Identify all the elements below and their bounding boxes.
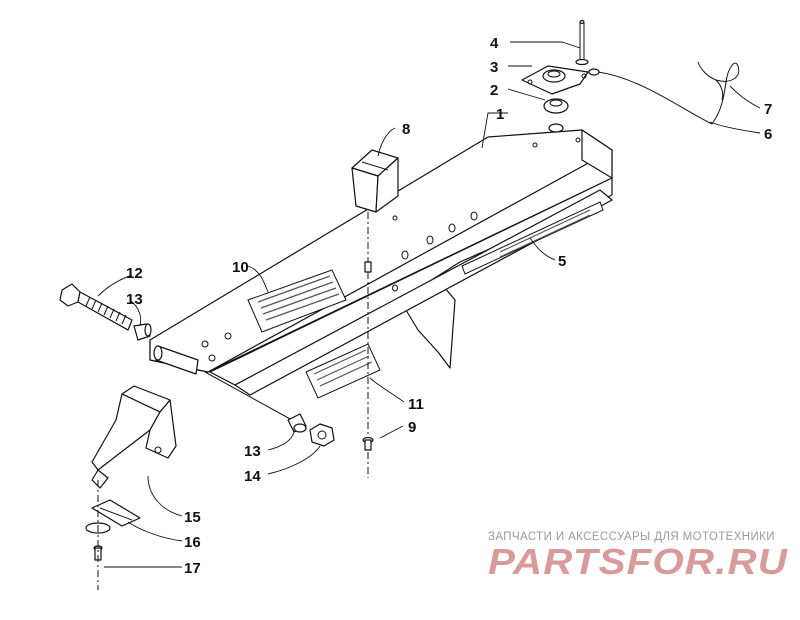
callout-14: 14 xyxy=(244,468,261,485)
hair-pin-clip xyxy=(697,61,740,125)
cable xyxy=(586,71,713,125)
callout-1: 1 xyxy=(496,106,504,123)
rivet-9 xyxy=(362,436,374,451)
callout-2: 2 xyxy=(490,82,498,99)
watermark-brand: PARTSFOR.RU xyxy=(488,541,788,582)
decal-10 xyxy=(247,269,347,333)
callout-3: 3 xyxy=(490,59,498,76)
callout-12: 12 xyxy=(126,265,143,282)
nut xyxy=(309,423,335,447)
callout-10: 10 xyxy=(232,259,249,276)
callout-5: 5 xyxy=(558,253,566,270)
decal-11 xyxy=(305,343,381,399)
watermark: ЗАПЧАСТИ И АКСЕССУАРЫ ДЛЯ МОТОТЕХНИКИ PA… xyxy=(488,531,788,582)
callout-13-upper: 13 xyxy=(126,291,143,308)
callout-7: 7 xyxy=(764,101,772,118)
callout-9: 9 xyxy=(408,419,416,436)
stand-bar-end xyxy=(581,129,613,179)
spacer-left xyxy=(133,323,152,341)
callout-16: 16 xyxy=(184,534,201,551)
callout-17: 17 xyxy=(184,560,201,577)
callout-13-lower: 13 xyxy=(244,443,261,460)
rivet-top xyxy=(364,261,372,273)
stand-bar xyxy=(149,129,613,399)
callout-8: 8 xyxy=(402,121,410,138)
callout-4: 4 xyxy=(490,35,499,52)
spacer-right xyxy=(287,413,307,433)
callouts: 4 3 2 1 5 6 7 8 9 10 11 12 13 13 14 15 1… xyxy=(126,35,772,577)
callout-11: 11 xyxy=(408,396,424,413)
bolt-shaft xyxy=(204,371,293,421)
bolt xyxy=(59,283,133,331)
leader-lines xyxy=(97,41,761,568)
stand-leg xyxy=(91,385,177,489)
pin-head xyxy=(575,58,589,66)
pin-assembly xyxy=(521,19,740,133)
mounting-holes xyxy=(201,137,581,362)
clip-bracket xyxy=(351,149,399,213)
callout-15: 15 xyxy=(184,509,201,526)
pivot-tube xyxy=(153,345,199,375)
foot-pad xyxy=(85,499,141,534)
watermark-tagline: ЗАПЧАСТИ И АКСЕССУАРЫ ДЛЯ МОТОТЕХНИКИ xyxy=(488,531,775,543)
callout-6: 6 xyxy=(764,126,772,143)
